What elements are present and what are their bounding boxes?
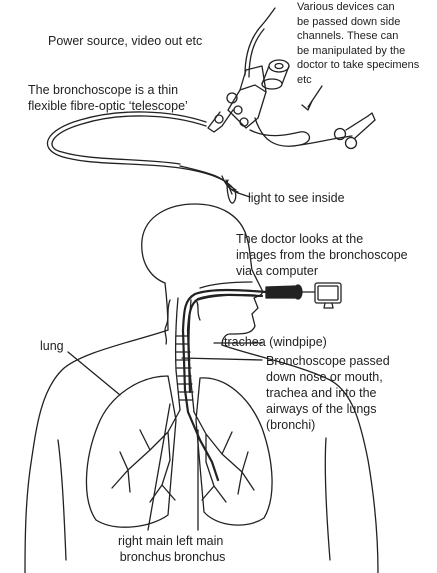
devices-label-line: be passed down side xyxy=(297,15,401,28)
left-bronchus-label: left main bronchus xyxy=(174,533,225,565)
devices-label-line: doctor to take specimens xyxy=(297,59,420,72)
right-bronchus-label: right main bronchus xyxy=(118,533,173,565)
right-bronchus-label-line: bronchus xyxy=(119,550,172,564)
doctor-label-line: via a computer xyxy=(236,264,318,278)
devices-label: Various devices can be passed down side … xyxy=(297,0,419,88)
bronchoscope-label-line: The bronchoscope is a thin xyxy=(28,83,179,97)
lungs-icon xyxy=(85,375,273,528)
scissors-forceps-icon xyxy=(333,112,376,150)
scope-connector xyxy=(265,284,315,300)
passed-label-line: down nose or mouth, xyxy=(266,370,383,384)
monitor-icon xyxy=(314,282,342,309)
doctor-label-line: The doctor looks at the xyxy=(236,232,364,246)
right-bronchus-leader-line xyxy=(147,403,171,531)
inserted-bronchoscope xyxy=(181,288,268,482)
bronchoscope-label-line: flexible fibre-optic ‘telescope’ xyxy=(28,99,188,113)
bronchoscope-label: The bronchoscope is a thin flexible fibr… xyxy=(28,82,188,114)
right-bronchus-label-line: right main xyxy=(118,534,173,548)
passed-label: Bronchoscope passed down nose or mouth, … xyxy=(266,353,390,433)
passed-label-line: Bronchoscope passed xyxy=(266,354,390,368)
devices-label-line: etc xyxy=(297,73,312,86)
passed-label-line: trachea and into the xyxy=(266,386,377,400)
doctor-label: The doctor looks at the images from the … xyxy=(236,231,408,279)
trachea-label: trachea (windpipe) xyxy=(224,335,327,349)
lung-leader-line xyxy=(67,351,121,396)
devices-label-line: Various devices can xyxy=(297,1,395,13)
passed-label-line: (bronchi) xyxy=(266,418,316,432)
power-label: Power source, video out etc xyxy=(48,34,203,48)
devices-label-line: channels. These can xyxy=(297,30,399,43)
passed-label-line: airways of the lungs xyxy=(266,402,377,416)
devices-label-line: be manipulated by the xyxy=(297,44,406,57)
light-leader-line xyxy=(231,189,251,198)
light-label: light to see inside xyxy=(248,191,345,205)
doctor-label-line: images from the bronchoscope xyxy=(236,248,408,262)
left-bronchus-label-line: left main xyxy=(176,534,224,548)
passed-leader-line xyxy=(181,357,263,361)
lung-label: lung xyxy=(40,339,64,353)
bronchoscope-device-icon xyxy=(46,7,353,204)
left-bronchus-label-line: bronchus xyxy=(174,550,226,564)
